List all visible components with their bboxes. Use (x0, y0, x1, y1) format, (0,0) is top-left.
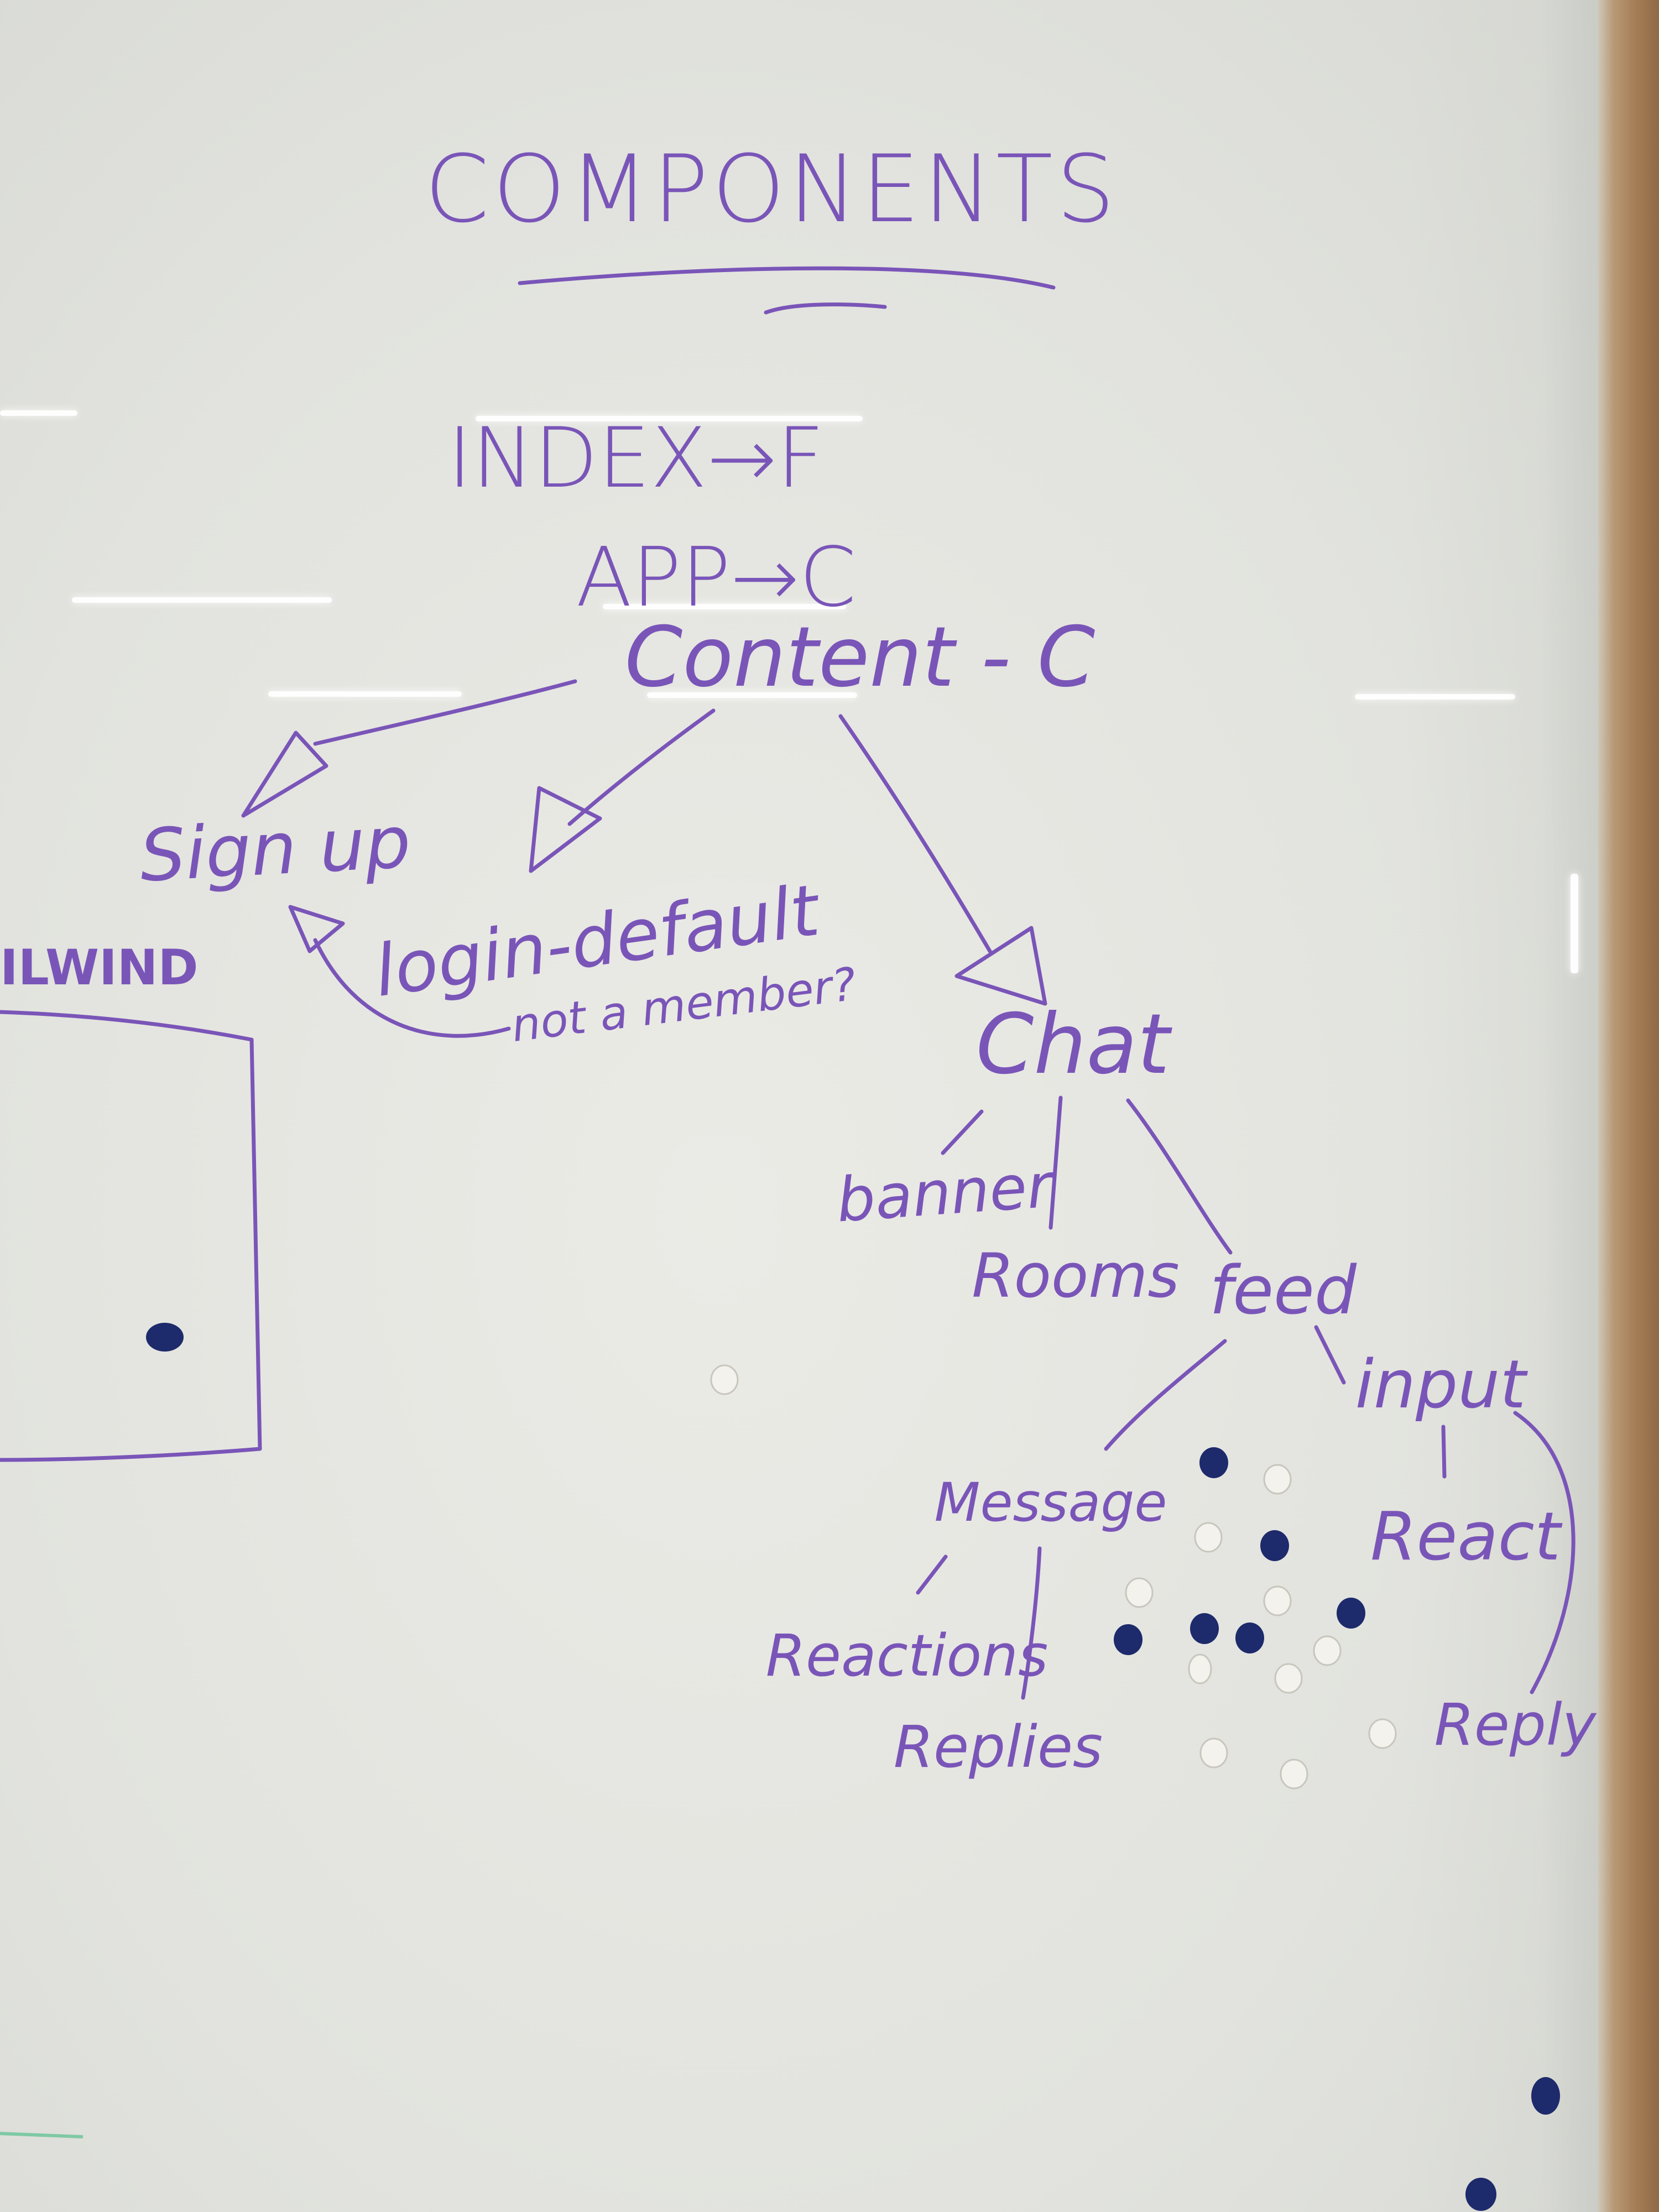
edge-input-reply (1513, 1411, 1575, 1694)
edge-message-replies (1021, 1546, 1042, 1700)
node-replies: Replies (894, 1713, 1103, 1781)
navy-magnet (1531, 2077, 1560, 2115)
white-magnet (1263, 1585, 1292, 1616)
white-magnet (1199, 1738, 1228, 1768)
node-app: APP→C (576, 530, 856, 625)
navy-magnet (1260, 1530, 1289, 1561)
white-magnet (1274, 1663, 1303, 1694)
white-magnet (1188, 1653, 1212, 1684)
edge-chat-rooms (1048, 1095, 1063, 1230)
light-reflection (603, 604, 846, 609)
white-magnet (710, 1364, 739, 1395)
light-reflection (72, 597, 332, 603)
arrowhead-chat (954, 926, 1047, 1006)
node-input: input (1355, 1347, 1528, 1423)
navy-magnet (1337, 1598, 1365, 1629)
node-index: INDEX→F (447, 410, 824, 507)
arrowhead-signup (241, 731, 328, 818)
edge-content-chat (838, 714, 992, 953)
title-underline-stroke (764, 302, 887, 315)
whiteboard-glass-edge (1405, 0, 1598, 2212)
edge-feed-input (1314, 1325, 1346, 1385)
node-banner: banner (834, 1150, 1057, 1235)
edge-content-signup (313, 679, 577, 746)
light-reflection (1355, 694, 1515, 700)
green-mark (0, 2132, 84, 2138)
edge-chat-feed (1126, 1098, 1233, 1255)
side-note: ILWIND (0, 939, 199, 996)
magnets (146, 1323, 1560, 2211)
white-magnet (1125, 1577, 1154, 1608)
wooden-frame (1598, 0, 1659, 2212)
node-sign-up: Sign up (138, 800, 413, 898)
navy-magnet (1465, 2178, 1496, 2211)
light-reflection (476, 416, 863, 421)
white-magnet (1280, 1759, 1308, 1790)
light-reflection (0, 410, 77, 416)
node-feed: feed (1209, 1253, 1357, 1329)
node-react: React (1370, 1499, 1563, 1575)
edge-content-login (567, 708, 716, 826)
navy-magnet (1199, 1447, 1228, 1478)
navy-magnet (1114, 1624, 1142, 1655)
light-reflection (268, 691, 462, 697)
navy-magnet (146, 1323, 184, 1352)
navy-magnet (1235, 1623, 1264, 1653)
white-magnet (1194, 1522, 1223, 1553)
node-chat: Chat (976, 997, 1173, 1093)
edge-message-reactions (916, 1554, 948, 1595)
navy-magnet (1190, 1613, 1219, 1644)
light-reflection (1571, 874, 1578, 973)
node-reply: Reply (1434, 1691, 1597, 1759)
light-reflection (647, 692, 857, 698)
arrowhead-login (529, 786, 602, 873)
edge-feed-message (1104, 1339, 1227, 1451)
node-rooms: Rooms (972, 1240, 1180, 1311)
title-text: COMPONENTS (425, 135, 1119, 243)
white-magnet (1368, 1718, 1397, 1749)
white-magnet (1313, 1635, 1342, 1666)
arrowhead-login-signup (288, 905, 345, 953)
edge-input-react (1441, 1425, 1447, 1479)
edge-login-signup (313, 938, 511, 1038)
node-content: Content - C (625, 609, 1095, 706)
whiteboard-surface (0, 0, 1598, 2212)
edge-chat-banner (941, 1109, 984, 1155)
left-box (0, 1010, 262, 1462)
title-underline (518, 266, 1056, 290)
node-reactions: Reactions (766, 1622, 1048, 1689)
white-magnet (1263, 1464, 1292, 1495)
node-message: Message (935, 1472, 1167, 1533)
